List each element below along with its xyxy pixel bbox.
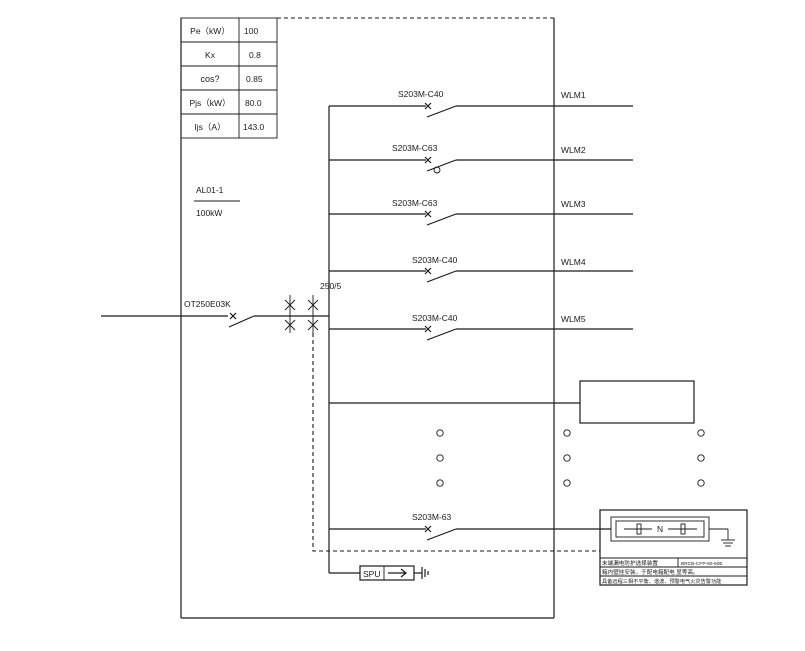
ground-icon [421,567,429,579]
monitor-module-box [579,380,695,424]
param-value-pe: 100 [244,26,258,36]
current-transformer-symbols [284,295,319,333]
fault-device-note-2: 具备远程三相不平衡、谐波、预警电气火灾告警功能 [602,577,721,585]
circuit-line-label-1: WLM1 [561,90,586,100]
circuit-line-label-3: WLM3 [561,199,586,209]
circuit-breaker-label-3: S203M-C63 [392,198,438,208]
param-label-ijs: Ijs（A） [194,122,225,132]
param-label-pjs: Pjs（kW） [189,98,230,108]
neutral-label: N [657,524,663,534]
circuit-breaker-label-2: S203M-C63 [392,143,438,153]
incoming-breaker-symbol [228,312,255,328]
param-label-pe: Pe（kW） [190,26,230,36]
spd-breaker-circuit [329,525,611,541]
circuit-wlm2 [329,156,633,174]
ellipsis-dots [436,429,705,487]
fault-device-note-1: 箱内壁挂安装，于配电箱配电 显等高。 [602,568,699,576]
panel-power: 100kW [196,208,222,218]
circuit-line-label-2: WLM2 [561,145,586,155]
circuit-line-label-4: WLM4 [561,257,586,267]
circuit-wlm4 [329,267,633,283]
circuit-breaker-label-5: S203M-C40 [412,313,458,323]
spu-label: SPU [363,569,380,579]
circuit-wlm3 [329,210,633,226]
fault-device-block [599,509,748,586]
param-label-cos: cos? [200,74,219,84]
circuit-wlm5 [329,325,633,341]
parameter-table: Pe（kW） 100 Kx 0.8 cos? 0.85 Pjs（kW） 80.0… [180,17,278,139]
spu-arrow-icon [388,568,407,578]
circuit-breaker-label-4: S203M-C40 [412,255,458,265]
fault-device-title: 末端漏电防护选择装置 [602,559,658,567]
ct-ratio-label: 250/5 [320,281,342,291]
control-dashed-line [312,333,600,552]
param-label-kx: Kx [205,50,216,60]
param-value-cos: 0.85 [246,74,263,84]
param-value-pjs: 80.0 [245,98,262,108]
param-value-kx: 0.8 [249,50,261,60]
circuit-wlm1 [329,102,633,118]
spd-breaker-label: S203M-63 [412,512,451,522]
incoming-breaker-label: OT250E03K [184,299,231,309]
circuit-line-label-5: WLM5 [561,314,586,324]
circuit-breaker-label-1: S203M-C40 [398,89,444,99]
panel-id: AL01-1 [196,185,224,195]
fault-device-model: BRCB-CFP-60-60E [681,561,723,567]
param-value-ijs: 143.0 [243,122,265,132]
